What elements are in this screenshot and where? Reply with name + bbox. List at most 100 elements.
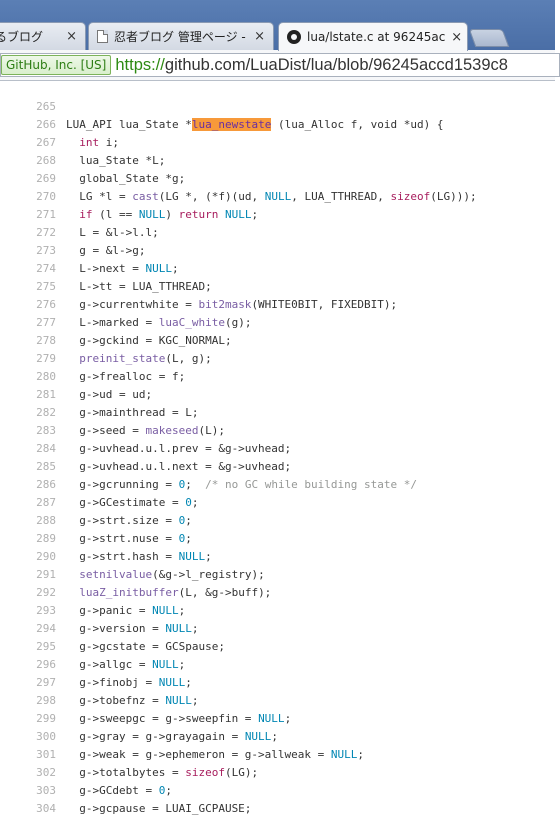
tab-strip: るブログ × 忍者ブログ 管理ページ - × lua/lstate.c at 9…: [0, 0, 555, 51]
line-number[interactable]: 297: [36, 676, 56, 689]
code-token: g->finobj =: [66, 676, 159, 689]
line-number[interactable]: 281: [36, 388, 56, 401]
line-number[interactable]: 288: [36, 514, 56, 527]
code-token: lua_State *L;: [66, 154, 166, 167]
code-line: 298 g->tobefnz = NULL;: [0, 692, 555, 710]
line-number[interactable]: 265: [36, 100, 56, 113]
code-line: 286 g->gcrunning = 0; /* no GC while bui…: [0, 476, 555, 494]
code-token: ;: [178, 658, 186, 671]
line-number[interactable]: 292: [36, 586, 56, 599]
line-number[interactable]: 299: [36, 712, 56, 725]
code-token: ): [165, 208, 179, 221]
code-token: g->strt.hash =: [66, 550, 179, 563]
line-number[interactable]: 279: [36, 352, 56, 365]
line-number[interactable]: 302: [36, 766, 56, 779]
line-number[interactable]: 271: [36, 208, 56, 221]
code-token: g->uvhead.u.l.prev = &g->uvhead;: [66, 442, 292, 455]
line-number[interactable]: 296: [36, 658, 56, 671]
tab-blog[interactable]: るブログ ×: [0, 22, 86, 50]
line-number[interactable]: 277: [36, 316, 56, 329]
new-tab-button[interactable]: [468, 29, 510, 47]
code-text: g->strt.nuse = 0;: [66, 530, 192, 548]
code-text: g->gray = g->grayagain = NULL;: [66, 728, 278, 746]
line-number[interactable]: 274: [36, 262, 56, 275]
line-number[interactable]: 285: [36, 460, 56, 473]
code-token: g->gckind = KGC_NORMAL;: [66, 334, 232, 347]
line-number[interactable]: 301: [36, 748, 56, 761]
line-number[interactable]: 283: [36, 424, 56, 437]
code-line: 277 L->marked = luaC_white(g);: [0, 314, 555, 332]
code-token: LUA_API lua_State *: [66, 118, 192, 131]
code-line: 279 preinit_state(L, g);: [0, 350, 555, 368]
tab-close-icon[interactable]: ×: [254, 29, 265, 44]
code-token: g->seed =: [66, 424, 146, 437]
line-number[interactable]: 289: [36, 532, 56, 545]
code-line: 271 if (l == NULL) return NULL;: [0, 206, 555, 224]
line-number[interactable]: 284: [36, 442, 56, 455]
line-number[interactable]: 303: [36, 784, 56, 797]
code-text: g->gckind = KGC_NORMAL;: [66, 332, 232, 350]
line-number[interactable]: 287: [36, 496, 56, 509]
code-token: g->totalbytes =: [66, 766, 186, 779]
line-number[interactable]: 275: [36, 280, 56, 293]
line-number[interactable]: 294: [36, 622, 56, 635]
line-number[interactable]: 267: [36, 136, 56, 149]
search-highlight: lua_newstate: [191, 118, 272, 131]
code-text: g->gcstate = GCSpause;: [66, 638, 225, 656]
line-number[interactable]: 268: [36, 154, 56, 167]
code-token: NULL: [145, 262, 172, 275]
line-number[interactable]: 290: [36, 550, 56, 563]
line-number[interactable]: 266: [36, 118, 56, 131]
code-token: NULL: [244, 730, 272, 743]
tab-ninja-blog-admin[interactable]: 忍者ブログ 管理ページ - ×: [88, 22, 274, 50]
code-token: NULL: [165, 694, 192, 707]
code-token: (WHITE0BIT, FIXEDBIT);: [251, 298, 398, 311]
line-number[interactable]: 304: [36, 802, 56, 815]
line-number[interactable]: 291: [36, 568, 56, 581]
line-number[interactable]: 280: [36, 370, 56, 383]
code-token: NULL: [258, 712, 285, 725]
code-text: if (l == NULL) return NULL;: [66, 206, 258, 224]
code-line: 272 L = &l->l.l;: [0, 224, 555, 242]
ev-certificate-badge[interactable]: GitHub, Inc. [US]: [1, 55, 112, 75]
code-text: g->strt.size = 0;: [66, 512, 192, 530]
line-number[interactable]: 270: [36, 190, 56, 203]
line-number[interactable]: 286: [36, 478, 56, 491]
line-number[interactable]: 272: [36, 226, 56, 239]
code-line: 292 luaZ_initbuffer(L, &g->buff);: [0, 584, 555, 602]
line-number[interactable]: 273: [36, 244, 56, 257]
line-number[interactable]: 282: [36, 406, 56, 419]
code-token: NULL: [152, 604, 179, 617]
code-token: 0: [185, 496, 192, 509]
tab-lstate-github[interactable]: lua/lstate.c at 96245ac ×: [278, 22, 468, 51]
code-line: 295 g->gcstate = GCSpause;: [0, 638, 555, 656]
code-token: ;: [185, 514, 192, 527]
line-number[interactable]: 293: [36, 604, 56, 617]
address-bar[interactable]: GitHub, Inc. [US] https:// github.com/Lu…: [0, 53, 560, 77]
code-token: NULL: [330, 748, 358, 761]
tab-close-icon[interactable]: ×: [451, 29, 463, 45]
code-text: g->uvhead.u.l.next = &g->uvhead;: [66, 458, 291, 476]
line-number[interactable]: 295: [36, 640, 56, 653]
line-number[interactable]: 298: [36, 694, 56, 707]
code-text: lua_State *L;: [66, 152, 165, 170]
code-token: i;: [99, 136, 119, 149]
line-number[interactable]: 276: [36, 298, 56, 311]
code-token: preinit_state: [79, 352, 166, 365]
code-line: 302 g->totalbytes = sizeof(LG);: [0, 764, 555, 782]
browser-toolbar: GitHub, Inc. [US] https:// github.com/Lu…: [0, 50, 560, 81]
code-token: ;: [185, 676, 192, 689]
line-number[interactable]: 269: [36, 172, 56, 185]
code-token: 0: [178, 478, 186, 491]
code-text: int i;: [66, 134, 119, 152]
line-number[interactable]: 278: [36, 334, 56, 347]
code-text: g = &l->g;: [66, 242, 145, 260]
code-token: g->gray = g->grayagain =: [66, 730, 245, 743]
code-token: g->gcstate = GCSpause;: [66, 640, 225, 653]
tab-close-icon[interactable]: ×: [66, 29, 77, 44]
line-number[interactable]: 300: [36, 730, 56, 743]
code-text: g->mainthread = L;: [66, 404, 198, 422]
code-token: luaC_white: [158, 316, 225, 329]
